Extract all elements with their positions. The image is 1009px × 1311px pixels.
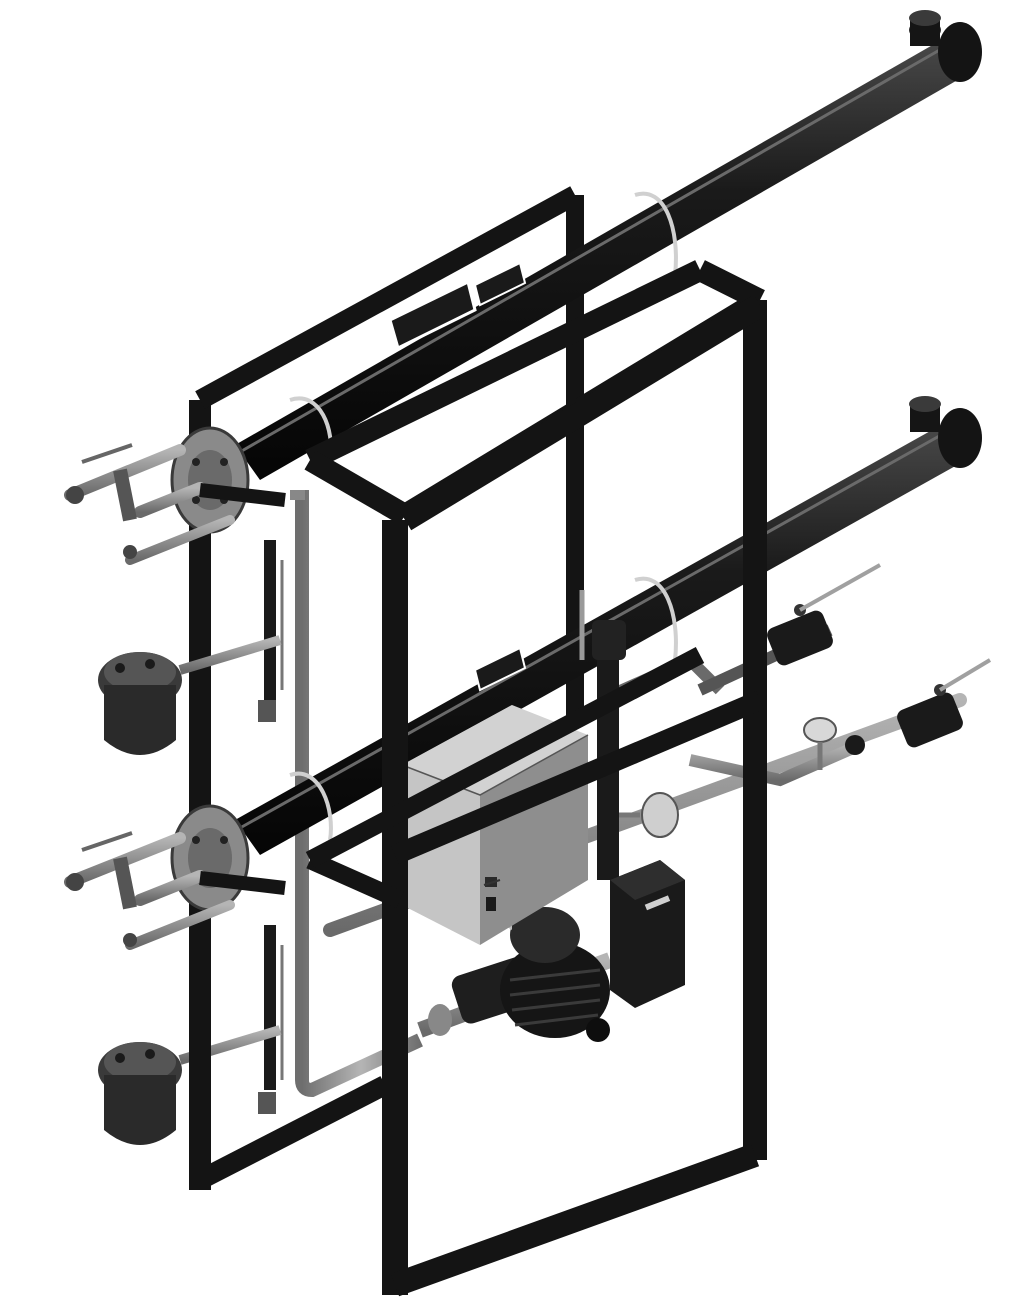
upper-heat-exchanger: [170, 10, 982, 534]
pressure-gauge-right: [803, 717, 837, 770]
riser-pipe: [295, 490, 423, 1098]
lower-pipe-endcap: [938, 408, 982, 468]
circulation-pump: [428, 907, 610, 1042]
upper-nameplate-small: [473, 261, 527, 307]
front-frame: [189, 294, 767, 1297]
lower-steam-trap: [98, 1042, 182, 1145]
upper-steam-trap: [98, 652, 182, 755]
upper-valve-train: [64, 443, 286, 755]
lower-nameplate-small: [473, 646, 527, 692]
upper-pipe-strap-2: [634, 191, 678, 276]
upper-shell-pipe: [235, 35, 975, 480]
ball-valve-upper: [767, 563, 881, 666]
upper-pipe-endcap: [938, 22, 982, 82]
lower-pipe-strap-1: [289, 771, 333, 841]
upper-nameplate-large: [388, 279, 477, 351]
lower-pipe-strap-2: [634, 576, 678, 661]
ball-valve-lower: [897, 658, 992, 748]
pressure-gauge-center: [610, 792, 679, 838]
lower-valve-train: [64, 831, 286, 1145]
drive-controller: [610, 860, 685, 1008]
